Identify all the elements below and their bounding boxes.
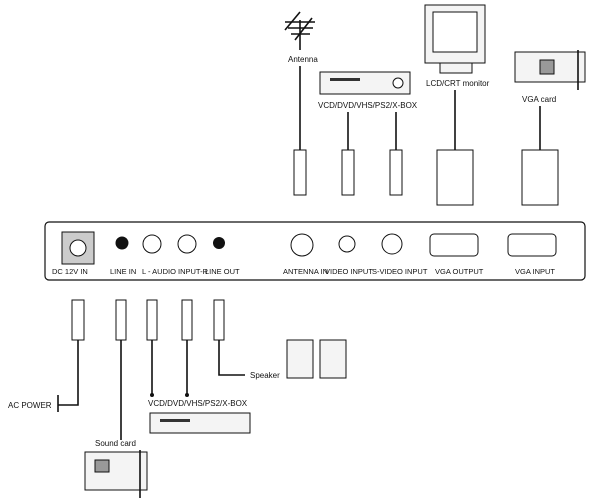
ac-power-label: AC POWER [8, 401, 52, 410]
port-label: ANTENNA IN [283, 267, 328, 276]
player-bottom-icon [149, 412, 251, 434]
vga-plug-icon [436, 149, 474, 206]
port-label: VGA INPUT [515, 267, 555, 276]
vga-input-port [507, 233, 557, 257]
rca-plug-icon [146, 299, 158, 341]
player-bottom-label: VCD/DVD/VHS/PS2/X-BOX [148, 399, 248, 408]
monitor-icon [424, 4, 486, 74]
port-label: DC 12V IN [52, 267, 88, 276]
rca-plug-icon [181, 299, 193, 341]
antenna-label: Antenna [288, 55, 318, 64]
audio-plug-icon [213, 299, 225, 341]
speaker-label: Speaker [250, 371, 280, 380]
svideo-input-port [381, 233, 403, 255]
audio-r-port [177, 234, 197, 254]
port-label: VIDEO INPUT [325, 267, 373, 276]
svideo-plug-icon [389, 149, 403, 196]
rca-plug-icon [341, 149, 355, 196]
vga-plug-icon [521, 149, 559, 206]
speaker-icon [286, 339, 347, 379]
vga-card-label: VGA card [522, 95, 556, 104]
vga-output-port [429, 233, 479, 257]
port-label: LINE OUT [205, 267, 240, 276]
dc-plug-icon [71, 299, 85, 341]
video-input-port [338, 235, 356, 253]
monitor-label: LCD/CRT monitor [426, 79, 490, 88]
port-label: S-VIDEO INPUT [372, 267, 428, 276]
vga-card-icon [514, 50, 586, 90]
antenna-icon [284, 11, 315, 50]
line-out-port [213, 237, 225, 249]
coax-plug-icon [293, 149, 307, 196]
port-label: LINE IN [110, 267, 136, 276]
audio-plug-icon [115, 299, 127, 341]
audio-l-port [142, 234, 162, 254]
sound-card-label: Sound card [95, 439, 136, 448]
antenna-in-port [290, 233, 314, 257]
line-in-port [115, 236, 129, 250]
port-label: L - AUDIO INPUT-R [142, 267, 209, 276]
port-label: VGA OUTPUT [435, 267, 484, 276]
sound-card-icon [84, 450, 148, 498]
player-top-icon [319, 71, 411, 95]
player-top-label: VCD/DVD/VHS/PS2/X-BOX [318, 101, 418, 110]
